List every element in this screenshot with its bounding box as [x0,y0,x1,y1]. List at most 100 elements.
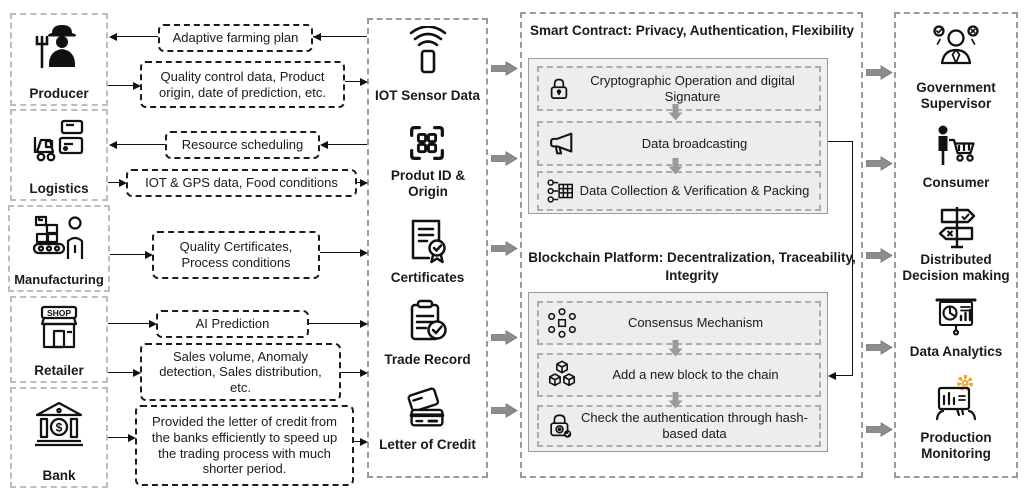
connector-line [320,252,361,253]
megaphone-icon [546,129,576,159]
connector-line [345,81,361,82]
arrowhead-into-letter-note [128,433,136,442]
actor-label-logistics: Logistics [29,181,89,196]
actor-producer: Producer [10,13,108,106]
info-text: Provided the letter of credit from the b… [151,414,338,477]
actor-manufacturing: Manufacturing [8,205,110,292]
hash-lock-icon [546,411,576,441]
connector-line [309,323,361,324]
data-item-label-product-id: Produt ID & Origin [390,168,466,200]
bank-building-icon: $ [35,401,83,447]
connector-line [322,144,367,145]
data-items-column [367,18,488,478]
stakeholder-label-consumer: Consumer [922,175,990,190]
info-resource-scheduling: Resource scheduling [165,131,320,159]
supervisor-icon [930,22,982,74]
flow-arrow-iot-to-platform [491,61,518,76]
actor-label-manufacturing: Manufacturing [14,272,104,287]
info-text: AI Prediction [195,316,270,332]
connector-line [112,144,165,145]
logistics-truck-icon [33,119,84,162]
flow-arrow-platform-to-data-analytics [866,340,893,355]
trade-record-icon [402,296,454,348]
step-consensus-mechanism: Consensus Mechanism [537,301,821,345]
shop-sign-text: SHOP [47,308,71,318]
down-arrow [668,104,683,121]
step-text: Cryptographic Operation and digital Sign… [590,72,795,104]
actor-retailer: SHOP Retailer [10,296,108,383]
down-arrow [668,392,683,409]
loop-arrowhead [828,371,836,380]
smart-contract-title: Smart Contract: Privacy, Authentication,… [529,23,855,38]
step-check-authentication: Check the authentication through hash-ba… [537,405,821,447]
blockchain-title: Blockchain Platform: Decentralization, T… [528,250,856,283]
stakeholder-label-supervisor: Government Supervisor [916,80,996,112]
flow-arrow-trade-record-to-platform [491,330,518,345]
consensus-network-icon [546,307,578,339]
connector-line [108,372,135,373]
arrowhead-into-trade-record [360,319,368,328]
arrowhead-into-sales-volume [133,368,141,377]
connector-line [341,372,361,373]
info-iot-gps-data: IOT & GPS data, Food conditions [126,169,357,197]
data-item-label-certificates: Certificates [390,270,465,285]
flow-arrow-platform-to-production-monitoring [866,422,893,437]
connector-line [108,323,151,324]
connector-line [108,85,134,86]
data-item-label-letter-of-credit: Letter of Credit [379,437,476,452]
data-item-label-iot: IOT Sensor Data [374,88,481,103]
connector-line [357,182,362,183]
certificate-icon [400,215,452,267]
arrowhead-into-producer [109,32,117,41]
consumer-cart-icon [930,122,982,170]
flow-arrow-platform-to-supervisor [866,65,893,80]
arrowhead-into-certificates-item [360,248,368,257]
iot-sensor-icon [402,26,454,78]
blocks-icon [546,359,578,391]
arrowhead-into-product-id [360,178,368,187]
production-monitoring-icon [929,370,983,426]
connector-line [110,254,147,255]
arrowhead-into-iot-item [360,77,368,86]
shop-storefront-icon: SHOP [40,305,78,349]
step-add-new-block: Add a new block to the chain [537,353,821,397]
flow-arrow-product-id-to-platform [491,151,518,166]
smart-contract-panel: Cryptographic Operation and digital Sign… [528,58,828,214]
actor-label-bank: Bank [42,468,76,483]
step-text: Check the authentication through hash-ba… [581,410,808,441]
flow-arrow-certificates-to-platform [491,241,518,256]
arrowhead-into-ai-prediction [149,319,157,328]
stakeholder-label-data-analytics: Data Analytics [909,344,1003,359]
info-text: Quality Certificates, Process conditions [179,239,293,270]
down-arrow [668,158,683,175]
connector-line [313,36,367,37]
step-data-broadcasting: Data broadcasting [537,121,821,166]
info-ai-prediction: AI Prediction [156,310,309,338]
info-text: IOT & GPS data, Food conditions [145,175,338,191]
arrowhead-into-letter-of-credit-item [360,437,368,446]
arrowhead-into-quality-certificates [145,250,153,259]
step-text: Data Collection & Verification & Packing [579,183,810,199]
flow-arrow-letter-of-credit-to-platform [491,403,518,418]
credit-card-icon [402,384,452,434]
blockchain-panel: Consensus Mechanism Add a new block to t… [528,292,828,452]
connector-line [354,441,361,442]
connector-line [108,437,130,438]
info-sales-volume: Sales volume, Anomaly detection, Sales d… [140,343,341,401]
arrowhead-into-quality-control [133,81,141,90]
farmer-icon [35,25,76,69]
qr-code-icon [404,120,450,166]
data-collection-icon [546,176,576,206]
loop-line-bottom [836,375,853,376]
loop-line-vertical [852,141,853,376]
connector-line [108,182,121,183]
down-arrow [668,340,683,357]
conveyor-worker-icon [32,215,84,259]
actor-bank: $ Bank [10,387,108,488]
decision-signpost-icon [932,202,982,252]
arrowhead-into-trade-record-2 [360,368,368,377]
loop-line-top [828,141,853,142]
info-letter-of-credit-note: Provided the letter of credit from the b… [135,405,354,486]
padlock-icon [546,76,572,102]
